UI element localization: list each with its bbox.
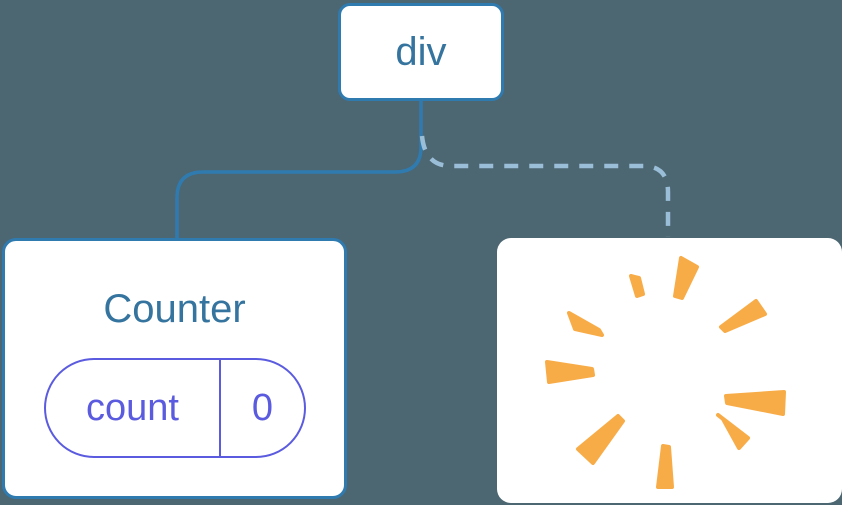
- poof-ray: [716, 413, 750, 450]
- removed-component-card: [497, 238, 842, 503]
- state-pill: count 0: [44, 358, 306, 458]
- tree-node-div: div: [338, 3, 504, 101]
- dashed-connector-line: [419, 135, 671, 237]
- poof-ray: [724, 390, 786, 416]
- tree-node-div-label: div: [395, 29, 447, 74]
- poof-ray: [656, 444, 674, 489]
- poof-ray: [673, 256, 699, 300]
- poof-ray: [567, 311, 604, 337]
- solid-connector-line: [175, 99, 423, 240]
- state-key-label: count: [46, 360, 221, 456]
- poof-ray: [719, 299, 767, 333]
- counter-card-title: Counter: [103, 287, 246, 331]
- poof-starburst-icon: [545, 256, 786, 489]
- poof-ray: [629, 274, 645, 298]
- poof-ray: [576, 414, 625, 465]
- state-value-label: 0: [251, 386, 274, 429]
- poof-ray: [545, 360, 595, 384]
- counter-component-card: Counter count 0: [2, 238, 347, 499]
